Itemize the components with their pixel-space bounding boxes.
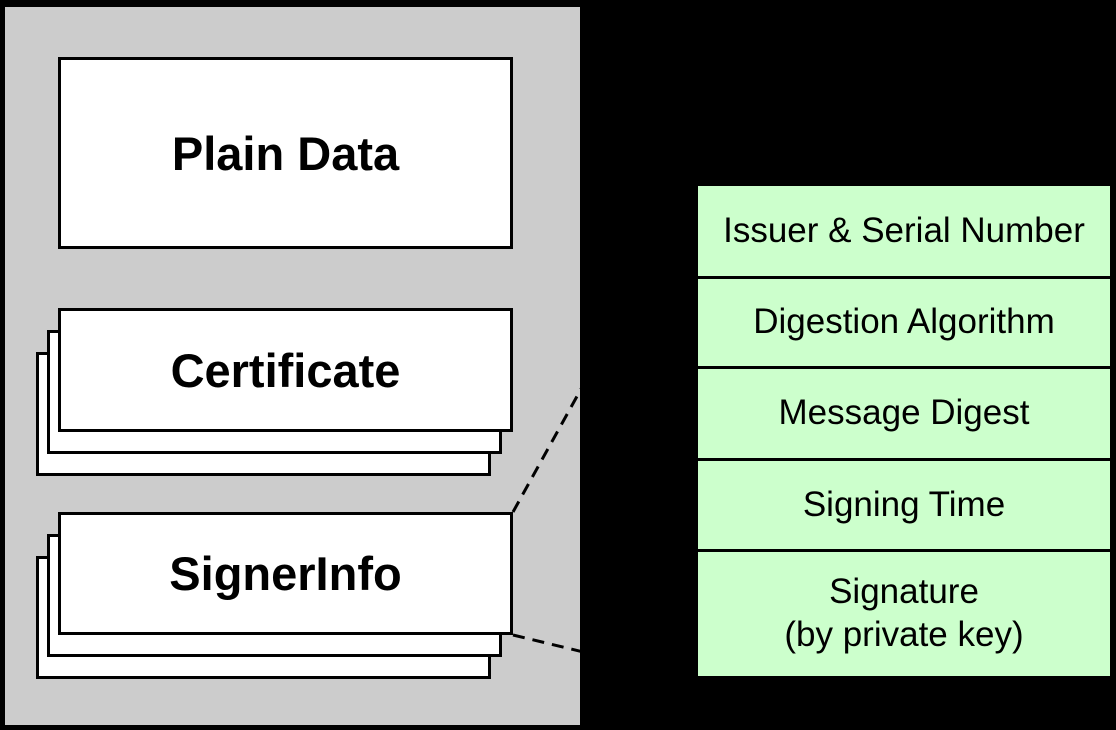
table-row-message-digest: Message Digest [698, 366, 1110, 458]
certificate-card-front: Certificate [58, 308, 513, 432]
table-row-signing-time: Signing Time [698, 458, 1110, 549]
table-row-issuer-serial: Issuer & Serial Number [698, 186, 1110, 276]
signerinfo-label: SignerInfo [169, 547, 402, 600]
row-label: Message Digest [778, 393, 1030, 433]
certificate-label: Certificate [170, 343, 401, 397]
signerinfo-card-front: SignerInfo [58, 512, 513, 635]
plain-data-box: Plain Data [58, 57, 513, 249]
row-label-line2: (by private key) [784, 615, 1024, 654]
table-row-signature: Signature (by private key) [698, 549, 1110, 676]
signerinfo-detail-table: Issuer & Serial Number Digestion Algorit… [695, 183, 1113, 679]
row-label: Signing Time [802, 484, 1006, 524]
plain-data-label: Plain Data [171, 126, 400, 180]
row-label: Issuer & Serial Number [723, 210, 1085, 250]
table-row-digestion-algorithm: Digestion Algorithm [698, 276, 1110, 366]
row-label-line1: Signature [829, 572, 979, 612]
row-label: Digestion Algorithm [753, 302, 1055, 342]
